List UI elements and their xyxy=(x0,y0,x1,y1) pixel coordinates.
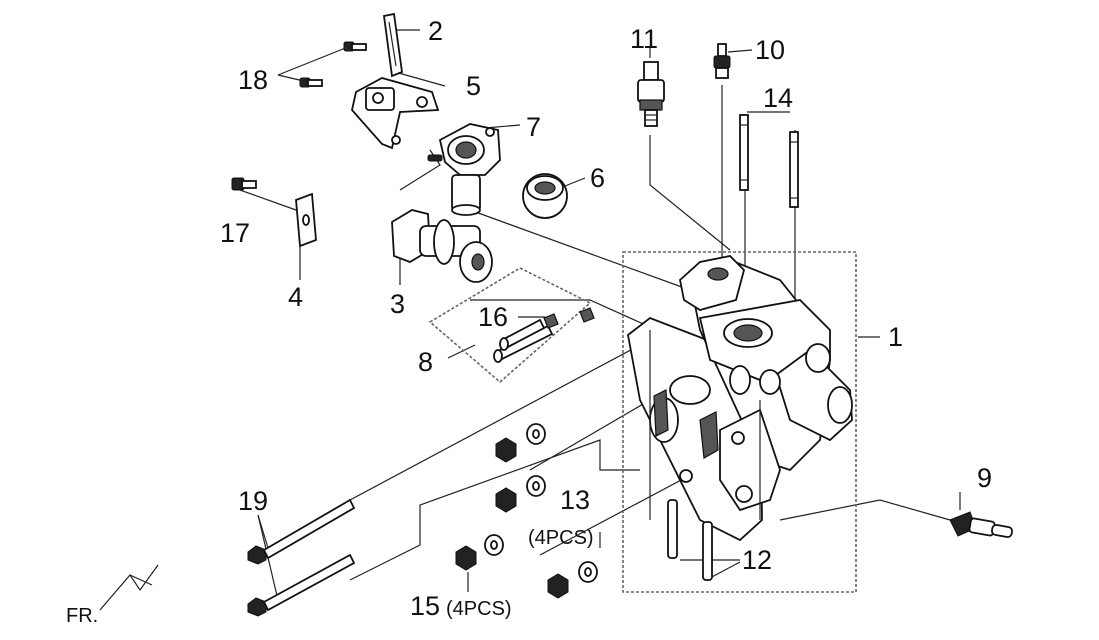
plate-part-4 xyxy=(295,192,317,248)
label-15-qty: (4PCS) xyxy=(446,598,512,620)
front-label: FR. xyxy=(66,605,98,627)
housing-part-7 xyxy=(427,123,501,216)
washer-part-13 xyxy=(484,423,598,583)
label-3: 3 xyxy=(390,289,405,319)
leader-lines xyxy=(239,29,961,601)
label-8: 8 xyxy=(418,347,433,377)
cap-part-6 xyxy=(522,173,568,219)
label-19: 19 xyxy=(238,486,268,516)
cylinder-head-part-1 xyxy=(627,255,853,542)
label-12: 12 xyxy=(742,545,772,575)
label-16: 16 xyxy=(478,302,508,332)
valve-kit-box xyxy=(428,267,592,384)
front-direction-arrow xyxy=(99,564,159,611)
label-4: 4 xyxy=(288,282,303,312)
bolt-part-19 xyxy=(247,498,356,617)
label-17: 17 xyxy=(220,218,250,248)
spark-plug-part-9 xyxy=(949,511,1013,538)
part-labels: 1 2 3 4 5 6 7 8 9 10 11 12 13 (4PCS) 14 … xyxy=(66,16,992,627)
screw-part-10 xyxy=(713,43,731,79)
label-7: 7 xyxy=(526,112,541,142)
plate-part-2 xyxy=(382,12,403,78)
stud-part-14 xyxy=(739,114,799,208)
cylinder-head-assembly-box xyxy=(622,251,857,593)
label-9: 9 xyxy=(977,463,992,493)
label-2: 2 xyxy=(428,16,443,46)
nut-part-15 xyxy=(455,437,569,599)
sensor-part-11 xyxy=(637,61,665,127)
bolt-part-18 xyxy=(299,41,367,88)
label-6: 6 xyxy=(590,163,605,193)
label-13: 13 xyxy=(560,485,590,515)
bolt-part-17 xyxy=(231,177,257,191)
camshaft-part-3 xyxy=(391,209,493,283)
label-1: 1 xyxy=(888,322,903,352)
valve-kit-part-8 xyxy=(493,307,595,363)
label-5: 5 xyxy=(466,71,481,101)
bracket-part-5 xyxy=(351,77,440,150)
label-13-qty: (4PCS) xyxy=(528,527,594,549)
label-18: 18 xyxy=(238,65,268,95)
label-10: 10 xyxy=(755,35,785,65)
label-11: 11 xyxy=(630,24,658,54)
label-14: 14 xyxy=(763,83,793,113)
pin-part-12 xyxy=(667,499,713,581)
label-15: 15 xyxy=(410,591,440,621)
